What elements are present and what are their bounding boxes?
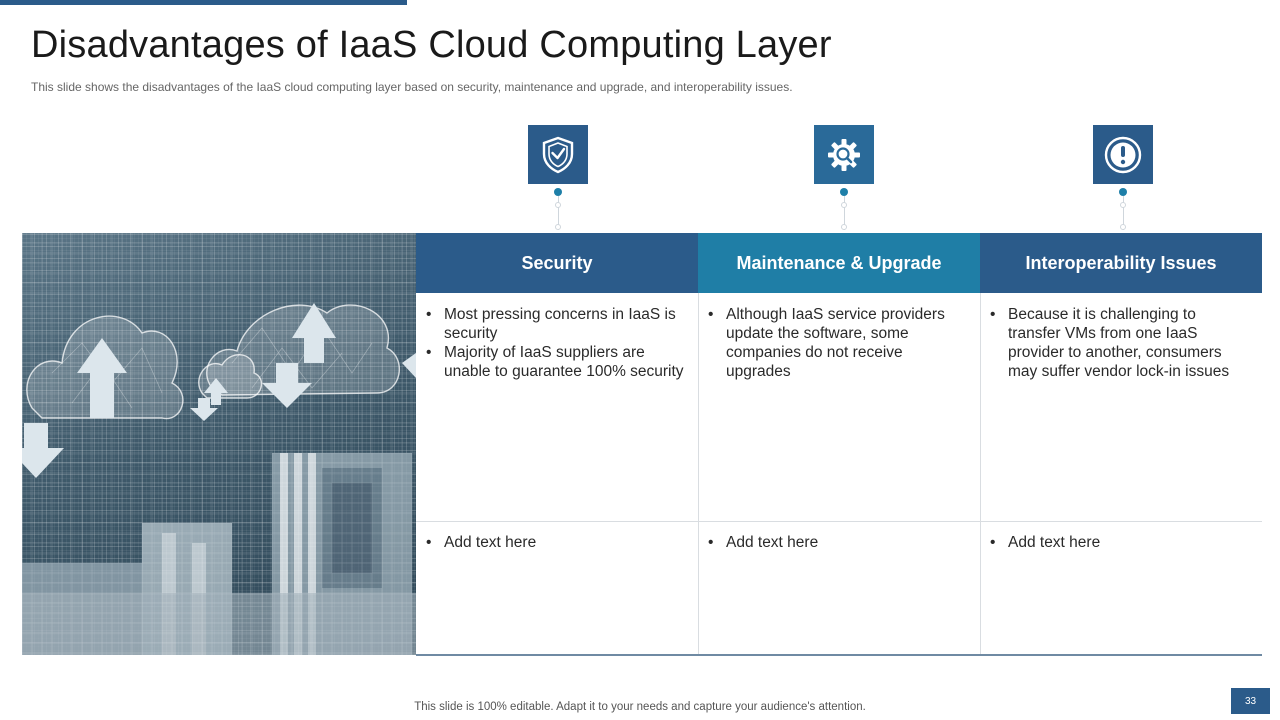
slide-subtitle: This slide shows the disadvantages of th… [31, 80, 793, 94]
exclamation-circle-icon [1093, 125, 1153, 184]
row-divider [416, 521, 1262, 522]
cell-maintenance-extra: Add text here [698, 527, 980, 552]
table-bottom-line [416, 654, 1262, 656]
cell-interoperability-main: Because it is challenging to transfer VM… [980, 299, 1262, 381]
list-item: Add text here [708, 533, 970, 552]
connector-security [553, 188, 563, 232]
gear-search-icon [814, 125, 874, 184]
list-item: Add text here [426, 533, 688, 552]
cloud-computing-image [22, 233, 416, 655]
list-item: Most pressing concerns in IaaS is securi… [426, 305, 688, 343]
connector-maintenance [839, 188, 849, 232]
cell-security-extra: Add text here [416, 527, 698, 552]
cell-maintenance-main: Although IaaS service providers update t… [698, 299, 980, 381]
cell-security-main: Most pressing concerns in IaaS is securi… [416, 299, 698, 381]
connector-interoperability [1118, 188, 1128, 232]
list-item: Add text here [990, 533, 1252, 552]
column-divider [698, 293, 699, 655]
column-header-security: Security [416, 233, 698, 293]
page-number: 33 [1231, 688, 1270, 714]
list-item: Although IaaS service providers update t… [708, 305, 970, 381]
slide-footer: This slide is 100% editable. Adapt it to… [414, 701, 866, 713]
list-item: Because it is challenging to transfer VM… [990, 305, 1252, 381]
list-item: Majority of IaaS suppliers are unable to… [426, 343, 688, 381]
column-header-maintenance: Maintenance & Upgrade [698, 233, 980, 293]
column-divider [980, 293, 981, 655]
disadvantages-table: Security Maintenance & Upgrade Interoper… [416, 233, 1262, 656]
column-header-interoperability: Interoperability Issues [980, 233, 1262, 293]
shield-check-icon [528, 125, 588, 184]
slide-title: Disadvantages of IaaS Cloud Computing La… [31, 24, 832, 66]
cell-interoperability-extra: Add text here [980, 527, 1262, 552]
top-accent-bar [0, 0, 407, 5]
